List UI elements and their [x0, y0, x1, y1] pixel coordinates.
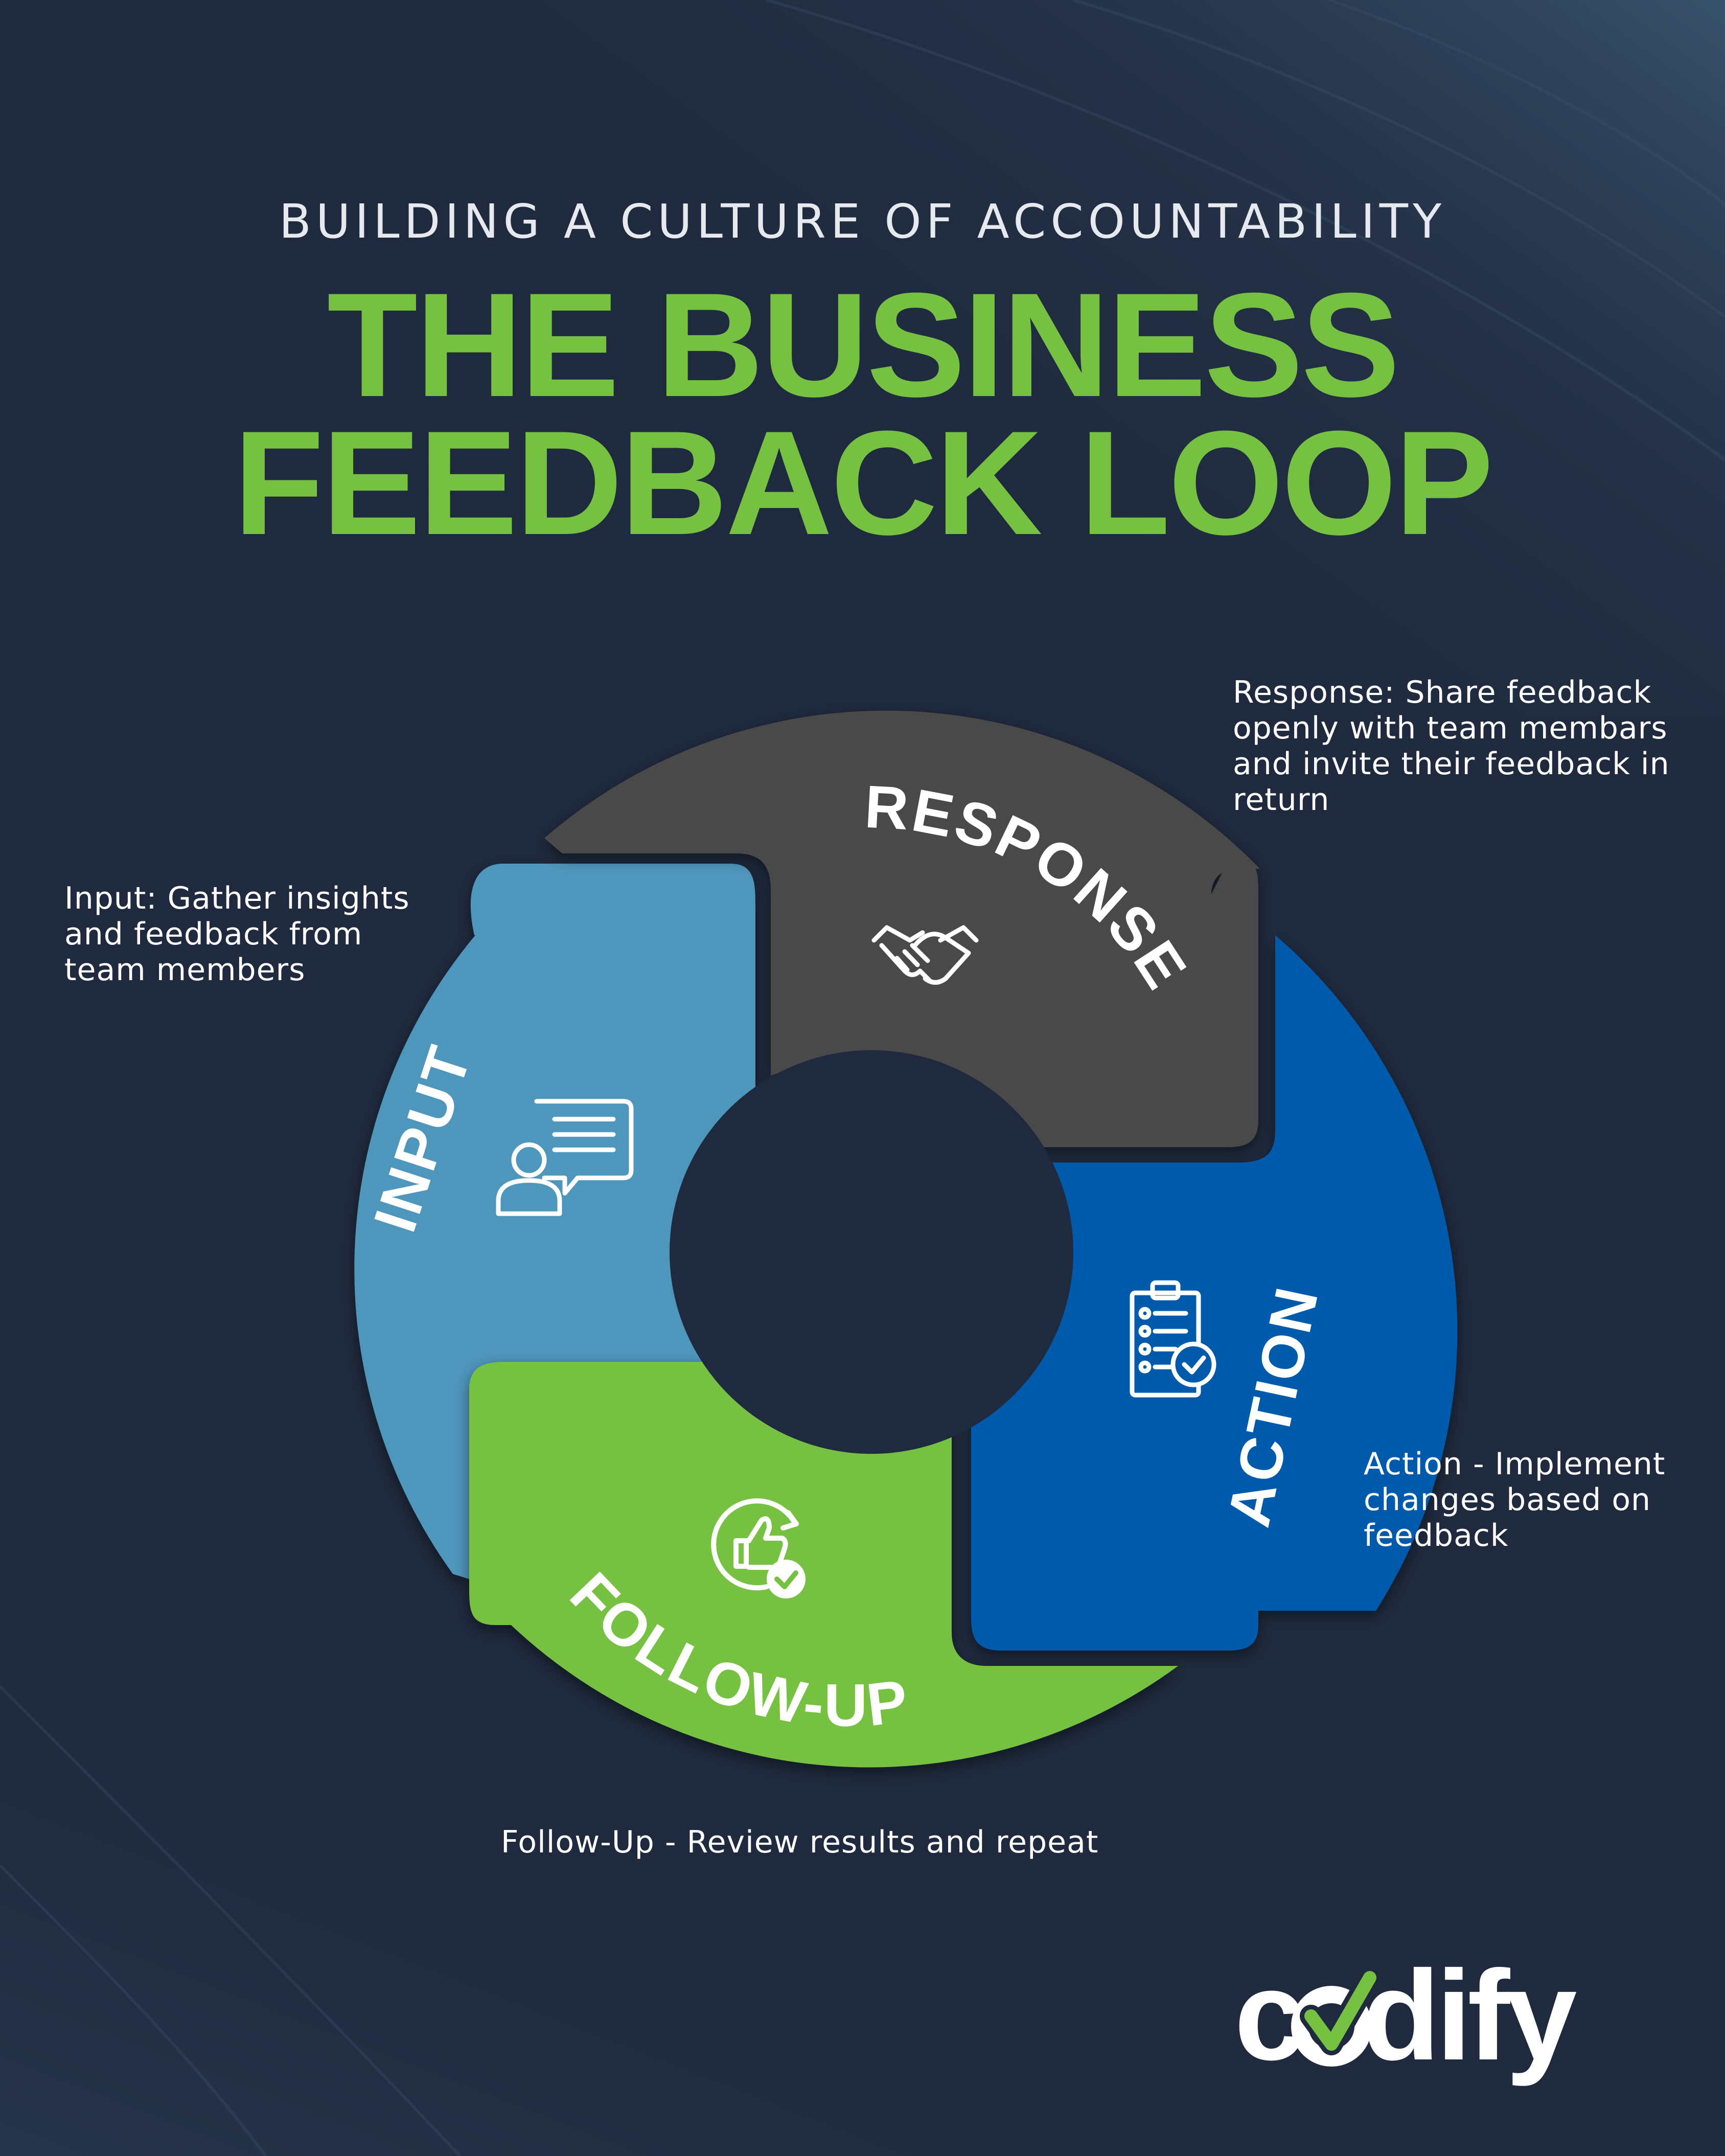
description-response-line: openly with team membars — [1233, 710, 1668, 746]
description-follow-up: Follow-Up - Review results and repeat — [501, 1824, 1098, 1860]
page-subtitle: BUILDING A CULTURE OF ACCOUNTABILITY — [279, 194, 1446, 249]
loop-center-hole — [670, 1050, 1073, 1454]
handshake-icon — [871, 925, 979, 985]
clipboard-checklist-icon — [1130, 1280, 1216, 1398]
page-title-line-2: FEEDBACK LOOP — [233, 400, 1493, 566]
codify-logo: c dify — [1234, 1957, 1580, 2087]
description-input: Input: Gather insights and feedback from… — [64, 880, 410, 988]
page-title-line-1: THE BUSINESS — [327, 262, 1400, 428]
speech-bubble-person-icon — [496, 1099, 634, 1216]
description-action-line: changes based on — [1364, 1482, 1651, 1518]
description-input-line: team members — [64, 952, 306, 988]
description-response: Response: Share feedback openly with tea… — [1233, 675, 1670, 818]
description-follow-up-line: Follow-Up - Review results and repeat — [501, 1824, 1099, 1860]
description-action: Action - Implement changes based on feed… — [1364, 1446, 1665, 1554]
loop-segment-action — [971, 935, 1458, 1651]
loop-segment-input — [354, 864, 756, 1579]
thumbs-up-cycle-icon — [711, 1498, 806, 1598]
description-response-line: return — [1233, 782, 1330, 818]
loop-segment-response — [544, 710, 1260, 1147]
description-response-line: Response: Share feedback — [1233, 675, 1652, 710]
description-action-line: Action - Implement — [1364, 1446, 1666, 1482]
description-response-line: and invite their feedback in — [1233, 746, 1670, 782]
svg-text:dify: dify — [1362, 1957, 1576, 2087]
description-input-line: Input: Gather insights — [64, 880, 410, 916]
loop-segment-follow-up — [469, 1362, 1178, 1768]
description-action-line: feedback — [1364, 1518, 1509, 1554]
logo-check-icon — [1291, 1966, 1381, 2067]
description-input-line: and feedback from — [64, 916, 363, 952]
